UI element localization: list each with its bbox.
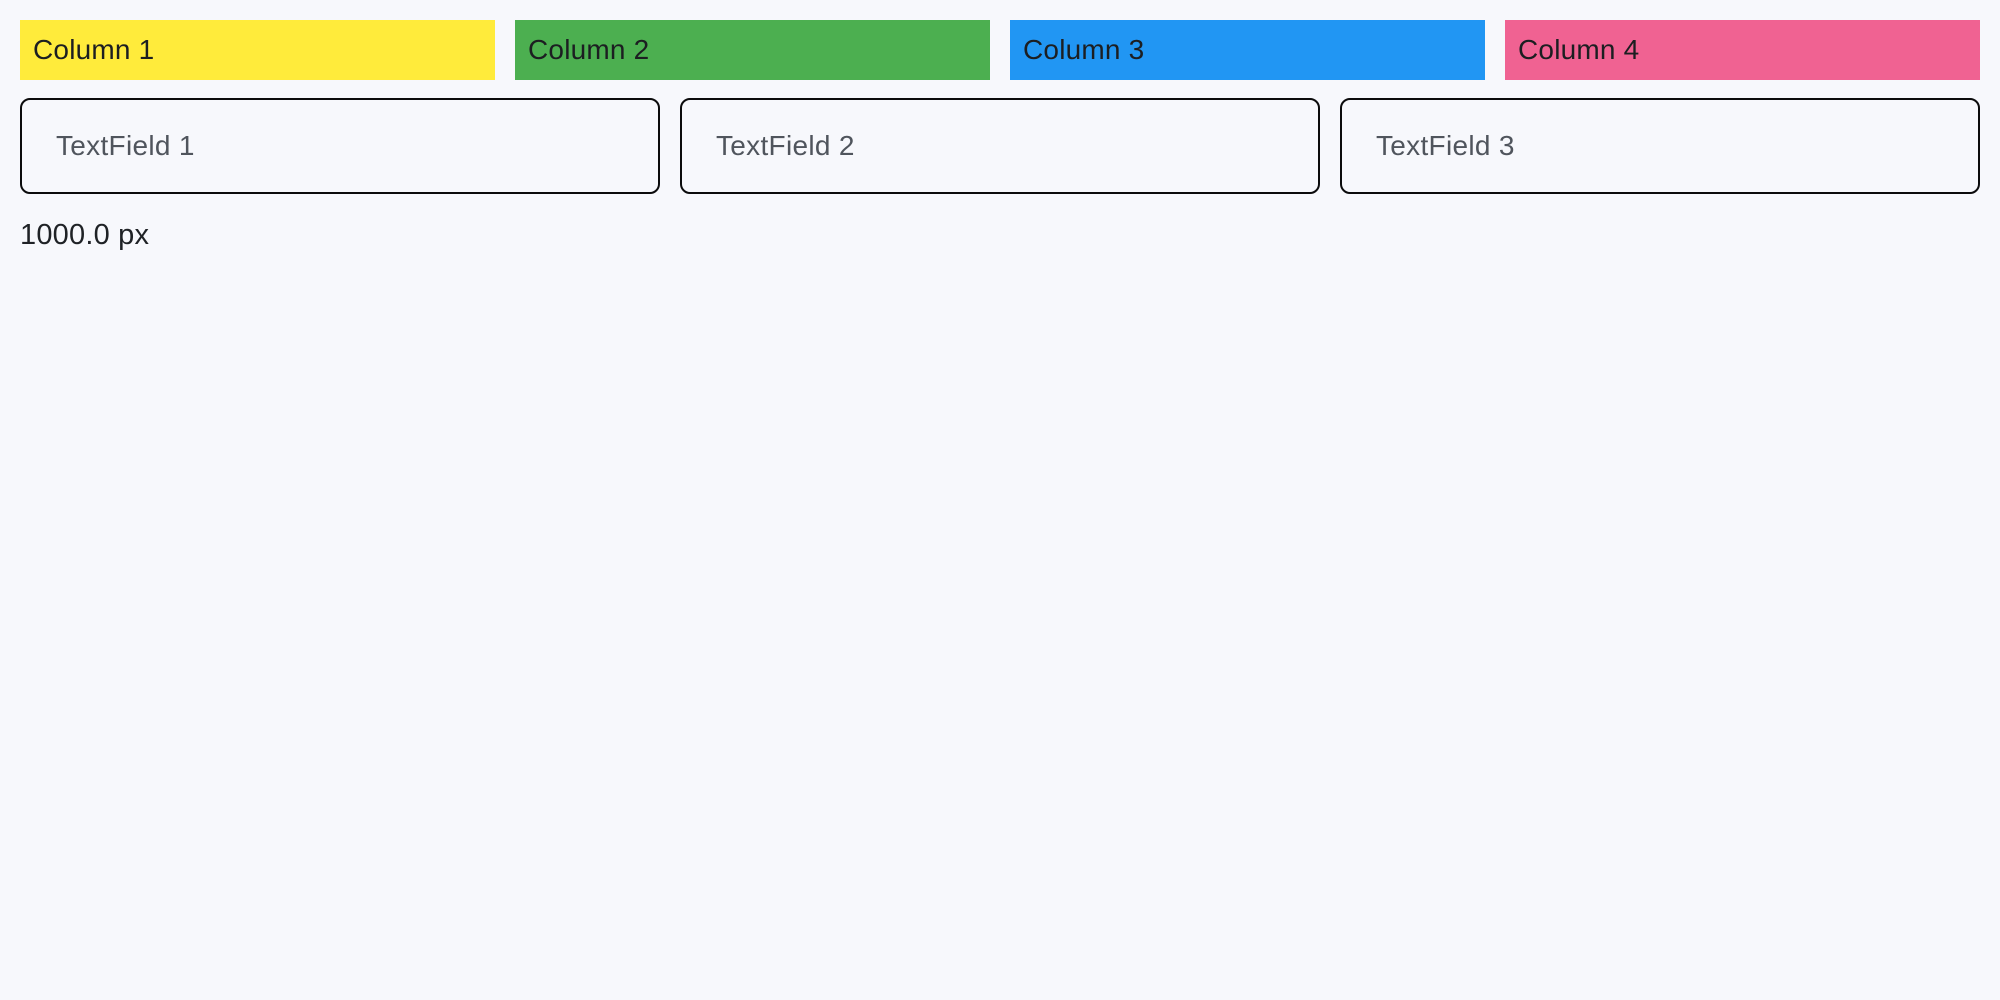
column-2-label: Column 2 (528, 34, 650, 65)
textfields-row (20, 98, 1980, 194)
column-1: Column 1 (20, 20, 495, 80)
textfield-3[interactable] (1340, 98, 1980, 194)
column-3-label: Column 3 (1023, 34, 1145, 65)
textfield-1[interactable] (20, 98, 660, 194)
column-1-label: Column 1 (33, 34, 155, 65)
textfield-2[interactable] (680, 98, 1320, 194)
column-3: Column 3 (1010, 20, 1485, 80)
width-label: 1000.0 px (20, 219, 150, 251)
column-2: Column 2 (515, 20, 990, 80)
columns-row: Column 1 Column 2 Column 3 Column 4 (20, 20, 1980, 80)
column-4: Column 4 (1505, 20, 1980, 80)
column-4-label: Column 4 (1518, 34, 1640, 65)
